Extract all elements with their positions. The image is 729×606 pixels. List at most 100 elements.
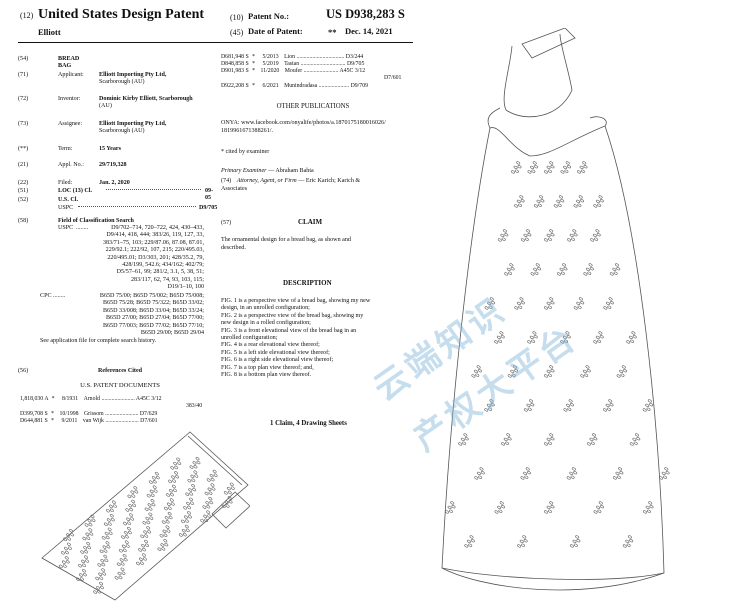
rolled-bag-drawing: [441, 28, 670, 591]
pattern-mark: [544, 365, 555, 378]
pattern-mark: [123, 513, 134, 526]
pattern-mark: [520, 467, 531, 480]
pattern-mark: [609, 263, 621, 276]
pattern-mark: [127, 486, 139, 499]
see-also: See application file for complete search…: [40, 338, 157, 344]
pattern-mark: [586, 433, 598, 446]
rolled-bag-body: [441, 125, 665, 591]
pattern-mark: [504, 263, 515, 276]
us-patent-docs-head: U.S. PATENT DOCUMENTS: [80, 382, 160, 389]
claim-head: CLAIM: [298, 218, 323, 226]
pattern-mark: [78, 555, 89, 568]
pattern-mark: [221, 496, 233, 509]
other-pub-1: ONYA: www.facebook.com/onyalife/photos/a…: [221, 120, 386, 126]
code-10: (10): [230, 13, 244, 22]
other-pub-2: 1819961671388261/.: [221, 128, 273, 134]
pattern-mark: [580, 365, 591, 378]
pattern-mark: [161, 511, 173, 524]
pattern-mark: [484, 399, 495, 412]
pattern-mark: [136, 553, 147, 566]
pattern-mark: [121, 526, 132, 539]
uscl-leader: [78, 206, 196, 207]
pattern-mark: [616, 365, 628, 378]
patent-date: Dec. 14, 2021: [345, 26, 393, 36]
pattern-mark: [471, 365, 482, 378]
patent-kind: United States Design Patent: [38, 7, 205, 22]
pattern-mark: [517, 535, 528, 548]
pattern-mark: [622, 535, 634, 548]
pattern-mark: [82, 528, 94, 541]
pattern-mark: [523, 399, 535, 412]
pattern-mark: [527, 331, 538, 344]
pattern-mark: [507, 365, 519, 378]
pattern-mark: [80, 541, 92, 554]
table-row-cont: 383/40: [186, 403, 203, 409]
pattern-mark: [593, 331, 604, 344]
pattern-mark: [590, 229, 601, 242]
pattern-mark: [144, 499, 156, 511]
examiner: Primary Examiner — Abraham Bahta: [221, 168, 314, 174]
pattern-mark: [593, 195, 604, 208]
pattern-mark: [643, 501, 654, 514]
pattern-mark: [533, 195, 545, 208]
pattern-mark: [474, 467, 485, 480]
pattern-mark: [544, 297, 555, 310]
pattern-mark: [189, 456, 201, 469]
pattern-mark: [223, 482, 235, 495]
claim-text-2: described.: [221, 245, 246, 251]
pattern-mark: [61, 542, 72, 555]
pattern-mark: [178, 524, 190, 537]
code-12: (12): [20, 11, 34, 20]
pattern-mark: [603, 399, 614, 412]
pattern-mark: [569, 535, 581, 548]
flat-bag-outline: [41, 431, 249, 601]
pattern-mark: [573, 195, 584, 208]
pattern-mark: [458, 433, 469, 446]
cpc-list: B65D 75/00; B65D 75/002; B65D 75/008; B6…: [99, 293, 204, 337]
rolled-bag-pattern: [445, 161, 670, 548]
other-pubs-head: OTHER PUBLICATIONS: [276, 103, 350, 110]
pattern-mark: [544, 161, 555, 174]
pattern-mark: [202, 496, 214, 509]
table-row: D681,948 S * 5/2013 Lion ...............…: [221, 54, 364, 60]
pattern-mark: [183, 497, 194, 510]
pattern-mark: [168, 471, 179, 484]
pattern-mark: [593, 501, 604, 514]
header-rule: [18, 42, 413, 43]
pattern-mark: [146, 485, 158, 498]
uspc-list: D9/702–714, 720–722, 424, 430–433, D9/41…: [102, 225, 204, 291]
table-row: D644,881 S * 9/2011 van Wijk ...........…: [20, 418, 158, 424]
pattern-mark: [544, 229, 555, 242]
pattern-mark: [116, 554, 128, 566]
pattern-mark: [566, 467, 578, 480]
pattern-mark: [530, 263, 542, 276]
claim-code: (57): [221, 220, 232, 226]
pattern-mark: [567, 229, 578, 242]
pattern-mark: [520, 229, 532, 242]
patent-no-label: Patent No.:: [248, 11, 290, 21]
pattern-mark: [200, 510, 212, 523]
inventor-short: Elliott: [38, 27, 61, 37]
pattern-mark: [501, 433, 512, 446]
pattern-mark: [114, 567, 126, 580]
claims-sheets: 1 Claim, 4 Drawing Sheets: [270, 420, 347, 427]
pattern-mark: [163, 498, 175, 511]
pattern-mark: [84, 514, 96, 527]
claim-text-1: The ornamental design for a bread bag, a…: [221, 237, 351, 243]
cited-note: * cited by examiner: [221, 149, 270, 155]
pattern-mark: [166, 484, 177, 497]
pattern-mark: [629, 433, 641, 446]
pattern-mark: [583, 263, 594, 276]
pattern-mark: [626, 331, 637, 344]
table-row-cont: D7/601: [384, 75, 402, 81]
pattern-mark: [484, 297, 496, 310]
table-row: D922,208 S * 6/2021 Munindradasa .......…: [221, 83, 368, 89]
pattern-mark: [527, 161, 538, 174]
pattern-mark: [577, 161, 588, 174]
code-45: (45): [230, 28, 244, 37]
pattern-mark: [185, 484, 197, 496]
pattern-mark: [159, 525, 171, 538]
pattern-mark: [157, 539, 169, 551]
pattern-mark: [97, 554, 109, 567]
pattern-mark: [103, 514, 115, 526]
